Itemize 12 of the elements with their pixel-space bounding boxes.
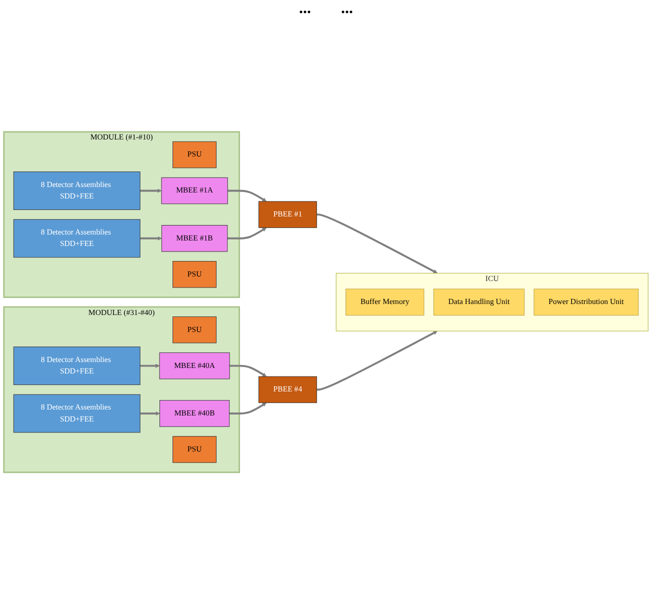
arrow <box>227 228 267 240</box>
arrow <box>140 412 160 416</box>
arrow <box>316 331 438 392</box>
arrow <box>140 189 162 194</box>
arrow <box>140 364 160 368</box>
arrow <box>230 365 267 378</box>
arrow <box>229 402 267 415</box>
arrow <box>140 236 162 241</box>
ellipsis-note: ... <box>299 0 311 19</box>
ellipsis-note: ... <box>341 0 353 19</box>
arrow <box>316 214 438 274</box>
arrow <box>228 190 267 202</box>
